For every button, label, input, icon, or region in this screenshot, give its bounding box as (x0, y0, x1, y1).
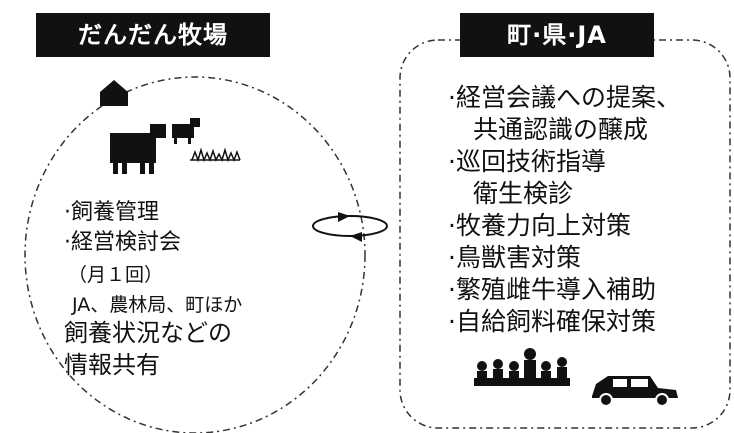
left-title: だんだん牧場 (36, 13, 270, 57)
left-oval (24, 76, 366, 433)
right-item: 衛生検診 (448, 179, 574, 208)
left-bullet-management-review: ·経営検討会 (64, 230, 181, 255)
left-note-participants: JA、農林局、町ほか (72, 294, 243, 316)
right-item: ·繁殖雌牛導入補助 (448, 275, 656, 304)
left-info-share-line1: 飼養状況などの (64, 319, 232, 347)
grass-icon (190, 147, 241, 163)
left-info-share-line2: 情報共有 (64, 351, 160, 379)
people-group-icon (474, 348, 570, 386)
right-item: ·経営会議への提案、 (448, 83, 681, 112)
left-note-frequency: （月１回） (68, 264, 164, 286)
barn-icon (100, 80, 128, 106)
cycle-arrows-icon (312, 212, 388, 242)
right-item: 共通認識の醸成 (448, 115, 649, 144)
right-item: ·自給飼料確保対策 (448, 307, 656, 336)
right-title: 町·県·JA (460, 13, 654, 57)
car-icon (592, 376, 678, 407)
right-item: ·鳥獣害対策 (448, 243, 581, 272)
left-bullet-feeding-management: ·飼養管理 (64, 200, 159, 225)
right-item: ·牧養力向上対策 (448, 211, 631, 240)
right-item: ·巡回技術指導 (448, 147, 606, 176)
cows-icon (110, 118, 200, 174)
right-item-list: ·経営会議への提案、 共通認識の醸成 ·巡回技術指導 衛生検診 ·牧養力向上対策… (448, 82, 681, 338)
